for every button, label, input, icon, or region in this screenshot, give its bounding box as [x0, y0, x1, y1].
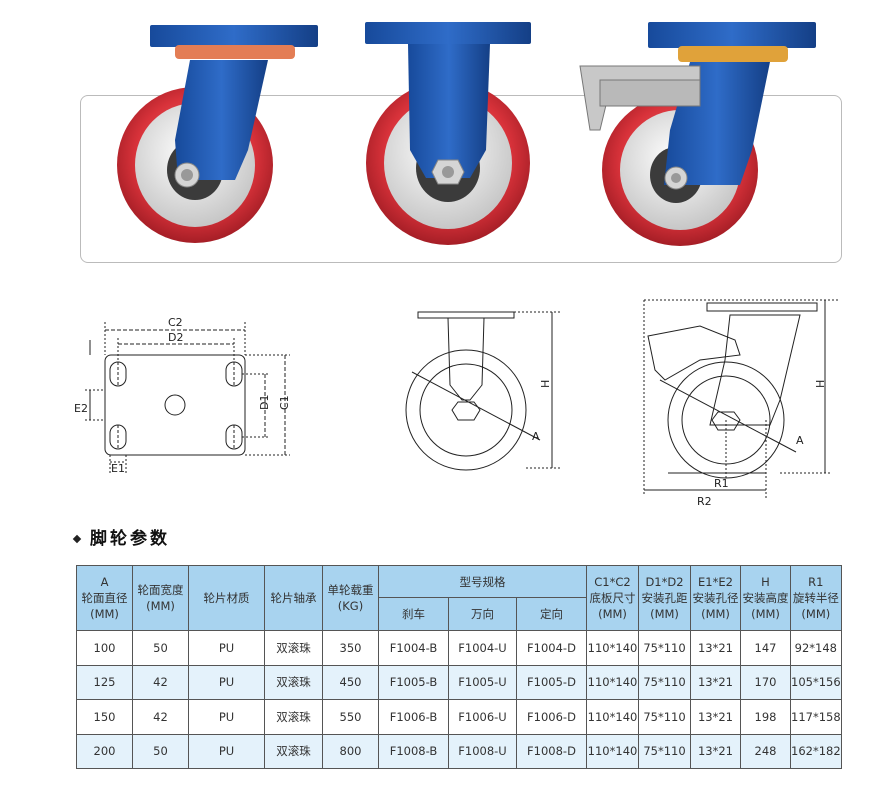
- header-a: A 轮面直径 (MM): [76, 565, 133, 631]
- table-cell: F1006-U: [448, 699, 517, 735]
- table-cell: 248: [740, 733, 791, 769]
- table-cell: F1008-D: [516, 733, 587, 769]
- header-brake: 刹车: [378, 597, 449, 631]
- table-cell: 100: [76, 630, 133, 666]
- mounting-plate-drawing: [85, 322, 290, 475]
- table-cell: 800: [322, 733, 379, 769]
- diamond-bullet-icon: [72, 534, 82, 544]
- header-e: E1*E2 安装孔径 (MM): [690, 565, 741, 631]
- table-cell: 双滚珠: [264, 664, 323, 700]
- table-cell: 110*140: [586, 733, 639, 769]
- table-cell: 13*21: [690, 699, 741, 735]
- table-cell: 92*148: [790, 630, 842, 666]
- header-model: 型号规格: [378, 565, 587, 598]
- dim-a-label-fixed: A: [532, 430, 540, 443]
- table-cell: 350: [322, 630, 379, 666]
- header-r: R1 旋转半径 (MM): [790, 565, 842, 631]
- brake-caster-drawing: [643, 299, 840, 500]
- fixed-caster-drawing: [405, 311, 560, 471]
- header-load: 单轮载重 (KG): [322, 565, 379, 631]
- table-cell: 105*156: [790, 664, 842, 700]
- table-cell: F1004-B: [378, 630, 449, 666]
- header-fixed: 定向: [516, 597, 587, 631]
- section-title-text: 脚轮参数: [90, 529, 170, 549]
- dim-e2-label: E2: [74, 402, 88, 415]
- brake-caster-photo: [579, 22, 816, 246]
- table-cell: 125: [76, 664, 133, 700]
- table-cell: 50: [132, 733, 189, 769]
- table-cell: 550: [322, 699, 379, 735]
- table-cell: F1008-U: [448, 733, 517, 769]
- fixed-caster-photo: [365, 22, 531, 245]
- table-cell: F1004-U: [448, 630, 517, 666]
- table-cell: F1005-B: [378, 664, 449, 700]
- dim-c1-label: C1: [278, 395, 291, 410]
- table-cell: 13*21: [690, 664, 741, 700]
- dim-r2-label: R2: [697, 495, 712, 508]
- dim-r1-label: R1: [714, 477, 729, 490]
- table-cell: 75*110: [638, 699, 691, 735]
- header-d: D1*D2 安装孔距 (MM): [638, 565, 691, 631]
- table-cell: 13*21: [690, 733, 741, 769]
- dim-h-label-fixed: H: [539, 380, 552, 388]
- table-cell: F1006-B: [378, 699, 449, 735]
- dim-d1-label: D1: [258, 395, 271, 410]
- table-cell: F1005-U: [448, 664, 517, 700]
- table-cell: 50: [132, 630, 189, 666]
- table-cell: 110*140: [586, 630, 639, 666]
- header-material: 轮片材质: [188, 565, 265, 631]
- table-cell: PU: [188, 733, 265, 769]
- header-h: H 安装高度 (MM): [740, 565, 791, 631]
- header-swivel: 万向: [448, 597, 517, 631]
- dim-c2-label: C2: [168, 316, 183, 329]
- table-cell: 42: [132, 699, 189, 735]
- table-cell: 162*182: [790, 733, 842, 769]
- table-cell: 双滚珠: [264, 630, 323, 666]
- header-bearing: 轮片轴承: [264, 565, 323, 631]
- table-cell: 450: [322, 664, 379, 700]
- table-cell: 75*110: [638, 733, 691, 769]
- table-cell: 双滚珠: [264, 699, 323, 735]
- table-cell: F1004-D: [516, 630, 587, 666]
- table-cell: PU: [188, 699, 265, 735]
- table-cell: PU: [188, 630, 265, 666]
- table-cell: 75*110: [638, 630, 691, 666]
- dim-d2-label: D2: [168, 331, 183, 344]
- dim-e1-label: E1: [111, 462, 125, 475]
- table-cell: 42: [132, 664, 189, 700]
- table-cell: F1008-B: [378, 733, 449, 769]
- table-cell: F1006-D: [516, 699, 587, 735]
- section-title: 脚轮参数: [72, 524, 170, 549]
- table-cell: 110*140: [586, 664, 639, 700]
- table-cell: 双滚珠: [264, 733, 323, 769]
- caster-photos: [117, 22, 816, 246]
- dim-a-label-brake: A: [796, 434, 804, 447]
- table-cell: 150: [76, 699, 133, 735]
- table-cell: 198: [740, 699, 791, 735]
- swivel-caster-photo: [117, 25, 318, 243]
- table-cell: PU: [188, 664, 265, 700]
- header-c: C1*C2 底板尺寸 (MM): [586, 565, 639, 631]
- table-cell: 170: [740, 664, 791, 700]
- table-cell: 75*110: [638, 664, 691, 700]
- table-cell: F1005-D: [516, 664, 587, 700]
- table-cell: 13*21: [690, 630, 741, 666]
- table-cell: 110*140: [586, 699, 639, 735]
- table-cell: 117*158: [790, 699, 842, 735]
- header-width: 轮面宽度 (MM): [132, 565, 189, 631]
- spec-table: A 轮面直径 (MM) 轮面宽度 (MM) 轮片材质 轮片轴承 单轮载重 (KG…: [76, 565, 842, 769]
- dim-h-label-brake: H: [814, 380, 827, 388]
- table-cell: 200: [76, 733, 133, 769]
- table-cell: 147: [740, 630, 791, 666]
- dimension-drawings: C2 D2 E2 D1 C1 E1 H A H A R1 R2: [74, 299, 840, 508]
